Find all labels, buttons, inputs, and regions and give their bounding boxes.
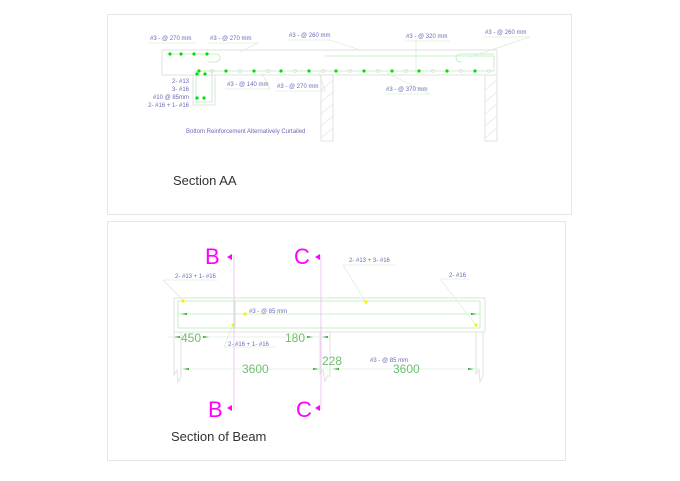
label-top-1: #3 - @ 270 mm <box>150 36 191 42</box>
section-marker-arrows <box>227 254 320 411</box>
arrow-c-top <box>315 254 320 260</box>
dim-span-left: 3600 <box>242 362 269 376</box>
label-top-3: #3 - @ 260 mm <box>289 33 330 39</box>
arrow-b-bottom <box>227 405 232 411</box>
wall-left <box>320 74 334 142</box>
beam-stirrup <box>195 70 213 103</box>
section-beam-panel <box>107 221 566 461</box>
section-beam-drawing: B C B C 450 180 3600 228 3600 2- #13 + 1… <box>162 244 486 444</box>
label-top-left-bars: 2- #13 + 1- #16 <box>175 274 217 280</box>
label-top-mid-bars: 2- #13 + 3- #16 <box>349 258 391 264</box>
section-aa-drawing: #3 - @ 270 mm #3 - @ 270 mm #3 - @ 260 m… <box>148 30 531 188</box>
dim-span-right: 3600 <box>393 362 420 376</box>
beam-label-2: 3- #16 <box>172 87 190 93</box>
section-beam-title: Section of Beam <box>171 429 266 444</box>
beam-leaders <box>162 264 477 348</box>
label-slab-bars: #3 - @ 85 mm <box>370 358 408 364</box>
dim-cut-offset: 180 <box>285 331 305 345</box>
label-bottom-3: #3 - @ 370 mm <box>386 87 427 93</box>
beam-label-4: 2- #16 + 1- #16 <box>148 103 190 109</box>
bar-holes <box>210 69 491 73</box>
top-rebar-dots <box>168 52 209 56</box>
section-aa-title: Section AA <box>173 173 237 188</box>
label-top-5: #3 - @ 260 mm <box>485 30 526 36</box>
section-marker-b-top: B <box>205 244 220 269</box>
curtailment-note: Bottom Reinforcement Alternatively Curta… <box>186 129 305 135</box>
label-bottom-left-bars: 2- #16 + 1- #16 <box>228 342 270 348</box>
arrow-b-top <box>227 254 232 260</box>
stirrup-outline <box>177 300 481 329</box>
top-bar-right <box>455 53 494 63</box>
support-left <box>173 332 182 384</box>
dim-left-overhang: 450 <box>181 331 201 345</box>
label-bottom-1: #3 - @ 140 mm <box>227 82 268 88</box>
beam-bar-dots <box>181 299 478 327</box>
label-stirrups: #3 - @ 85 mm <box>249 309 287 315</box>
beam-label-1: 2- #13 <box>172 79 190 85</box>
label-top-right-bars: 2- #16 <box>449 273 467 279</box>
support-right <box>475 332 484 384</box>
label-top-2: #3 - @ 270 mm <box>210 36 251 42</box>
wall-right-hatch <box>484 79 498 139</box>
wall-right <box>484 74 498 142</box>
bottom-rebar-dots <box>195 69 477 100</box>
beam-outline <box>173 297 486 333</box>
section-marker-c-top: C <box>294 244 310 269</box>
section-marker-c-bottom: C <box>296 397 312 422</box>
arrow-c-bottom <box>315 405 320 411</box>
dim-support-width: 228 <box>322 354 342 368</box>
top-bar-mid <box>325 55 495 71</box>
label-bottom-2: #3 - @ 270 mm <box>277 84 318 90</box>
section-marker-b-bottom: B <box>208 397 223 422</box>
wall-left-hatch <box>320 79 334 139</box>
support-mid <box>319 332 331 383</box>
dimension-lines <box>168 313 480 370</box>
top-bar-left <box>166 53 221 63</box>
section-aa-panel <box>107 14 572 215</box>
beam-label-3: #10 @ 85mm <box>153 95 189 101</box>
label-top-4: #3 - @ 320 mm <box>406 34 447 40</box>
